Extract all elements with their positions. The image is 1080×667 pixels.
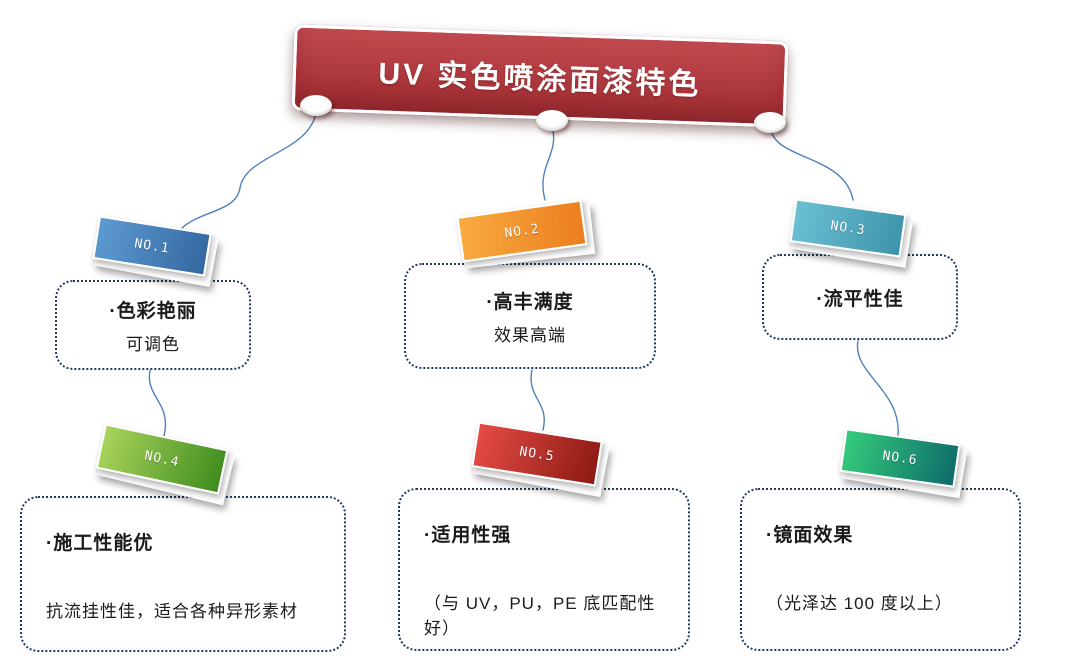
banner-eyelet-1: [300, 95, 332, 116]
feature-box-6: ·镜面效果 （光泽达 100 度以上）: [740, 488, 1021, 651]
tag-no3-label: NO.3: [829, 218, 867, 238]
connector-4: [148, 369, 167, 437]
connector-5: [530, 369, 545, 431]
feature-box-4: ·施工性能优 抗流挂性佳，适合各种异形素材: [20, 496, 346, 652]
feature-5-desc: （与 UV，PU，PE 底匹配性好）: [424, 594, 656, 638]
feature-6-desc: （光泽达 100 度以上）: [766, 594, 953, 613]
tag-no4-label: NO.4: [143, 447, 181, 471]
feature-4-desc: 抗流挂性佳，适合各种异形素材: [46, 602, 298, 621]
feature-1-desc: 可调色: [126, 334, 180, 354]
diagram-title: UV 实色喷涂面漆特色: [377, 57, 702, 102]
feature-3-title: ·流平性佳: [816, 288, 904, 310]
tag-no5-label: NO.5: [518, 443, 556, 465]
feature-4-title: ·施工性能优: [46, 533, 154, 554]
connector-6: [856, 340, 899, 437]
feature-box-1: ·色彩艳丽 可调色: [55, 280, 251, 370]
tag-no2-label: NO.2: [503, 221, 541, 241]
feature-box-5: ·适用性强 （与 UV，PU，PE 底匹配性好）: [398, 488, 690, 651]
connector-1: [181, 111, 317, 229]
banner-eyelet-3: [754, 112, 786, 133]
feature-6-title: ·镜面效果: [766, 525, 854, 546]
feature-5-title: ·适用性强: [424, 525, 512, 546]
feature-box-3: ·流平性佳: [762, 254, 958, 340]
banner-eyelet-2: [536, 110, 568, 131]
connector-3: [770, 128, 854, 201]
feature-1-title: ·色彩艳丽: [109, 300, 197, 322]
connector-2: [542, 125, 555, 201]
feature-2-title: ·高丰满度: [486, 291, 574, 313]
feature-2-desc: 效果高端: [494, 325, 566, 345]
feature-box-2: ·高丰满度 效果高端: [404, 263, 656, 369]
tag-no1-label: NO.1: [133, 235, 171, 257]
tag-no6-label: NO.6: [881, 448, 919, 468]
